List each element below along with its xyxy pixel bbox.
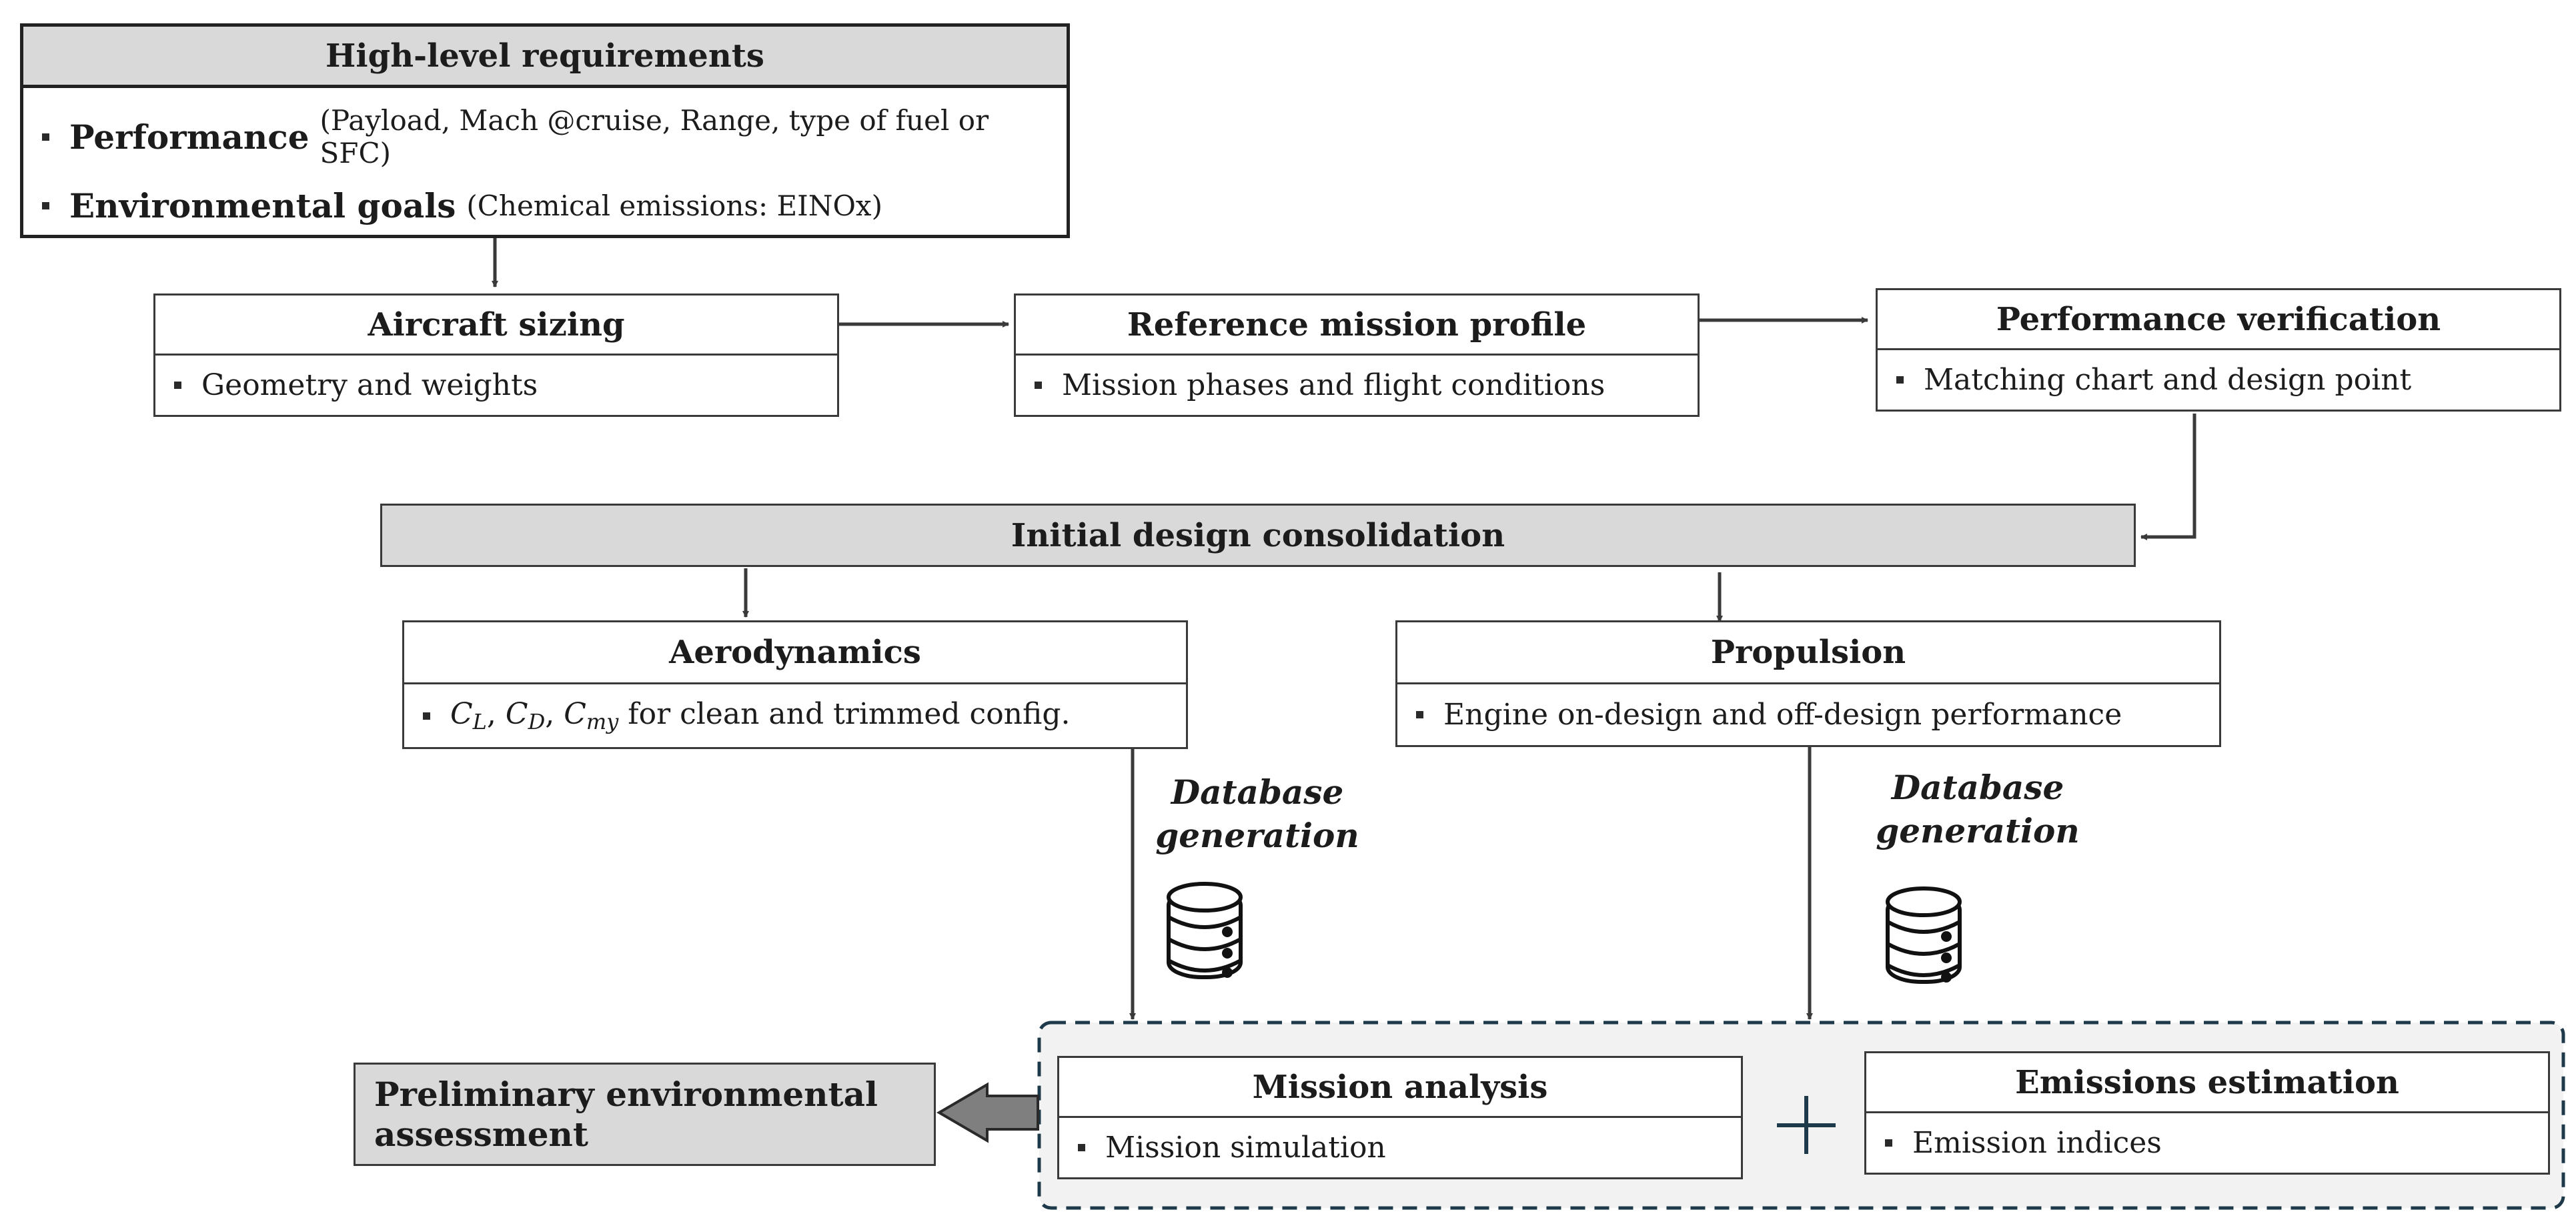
requirement-detail: (Chemical emissions: EINOx) xyxy=(466,189,882,222)
performance-verification-text: Matching chart and design point xyxy=(1924,363,2412,397)
plus-icon xyxy=(1777,1096,1836,1154)
emissions-estimation-title: Emissions estimation xyxy=(1866,1053,2548,1113)
aircraft-sizing-title: Aircraft sizing xyxy=(155,295,837,356)
requirement-environmental: Environmental goals (Chemical emissions:… xyxy=(42,176,1067,235)
requirement-performance: Performance (Payload, Mach @cruise, Rang… xyxy=(42,97,1067,176)
bullet-icon xyxy=(1896,376,1904,384)
performance-verification-box: Performance verification Matching chart … xyxy=(1876,288,2561,412)
mission-analysis-item: Mission simulation xyxy=(1059,1118,1741,1177)
mission-profile-item: Mission phases and flight conditions xyxy=(1016,356,1698,415)
assessment-line: assessment xyxy=(374,1114,588,1154)
bullet-icon xyxy=(42,133,49,141)
database-label-line: Database xyxy=(1171,772,1344,812)
propulsion-text: Engine on-design and off-design performa… xyxy=(1443,698,2122,732)
coef-symbol: C xyxy=(450,697,473,731)
performance-verification-item: Matching chart and design point xyxy=(1878,350,2559,410)
mission-profile-text: Mission phases and flight conditions xyxy=(1062,368,1605,402)
propulsion-title: Propulsion xyxy=(1397,622,2219,684)
mission-analysis-text: Mission simulation xyxy=(1105,1131,1386,1165)
aerodynamics-text: for clean and trimmed config. xyxy=(618,697,1071,731)
coef-subscript: L xyxy=(472,709,487,734)
bullet-icon xyxy=(1416,711,1423,718)
propulsion-item: Engine on-design and off-design performa… xyxy=(1397,684,2219,745)
high-level-requirements-title: High-level requirements xyxy=(23,27,1067,88)
aircraft-sizing-box: Aircraft sizing Geometry and weights xyxy=(153,293,839,417)
bullet-icon xyxy=(42,201,49,209)
coef-separator: , xyxy=(486,697,506,731)
arrow-verification-to-consolidation xyxy=(2140,414,2196,540)
mission-profile-title: Reference mission profile xyxy=(1016,295,1698,356)
requirements-list: Performance (Payload, Mach @cruise, Rang… xyxy=(23,88,1067,235)
requirement-detail: (Payload, Mach @cruise, Range, type of f… xyxy=(319,104,989,169)
high-level-requirements-box: High-level requirements Performance (Pay… xyxy=(20,23,1070,238)
requirement-main: Performance xyxy=(69,117,309,157)
bullet-icon xyxy=(1035,382,1042,389)
assessment-line: Preliminary environmental xyxy=(374,1074,878,1114)
coef-symbol: C xyxy=(505,697,528,731)
aerodynamics-item: CL, CD, Cmy for clean and trimmed config… xyxy=(404,684,1186,747)
emissions-estimation-box: Emissions estimation Emission indices xyxy=(1864,1051,2550,1175)
left-block-arrow-icon xyxy=(936,1082,1039,1143)
database-label-line: generation xyxy=(1876,811,2080,850)
performance-verification-title: Performance verification xyxy=(1878,290,2559,350)
reference-mission-profile-box: Reference mission profile Mission phases… xyxy=(1014,293,1700,417)
database-generation-label-right: Database generation xyxy=(1854,766,2101,852)
emissions-estimation-text: Emission indices xyxy=(1912,1126,2162,1160)
requirement-main: Environmental goals xyxy=(69,185,456,225)
database-icon xyxy=(1886,886,1962,984)
aero-coefficients: CL, CD, Cmy for clean and trimmed config… xyxy=(450,697,1071,734)
database-label-line: generation xyxy=(1155,816,1359,855)
coef-subscript: D xyxy=(528,709,546,734)
coef-separator: , xyxy=(545,697,564,731)
preliminary-assessment-box: Preliminary environmental assessment xyxy=(354,1063,936,1166)
aircraft-sizing-text: Geometry and weights xyxy=(201,368,538,402)
aerodynamics-title: Aerodynamics xyxy=(404,622,1186,684)
aircraft-sizing-item: Geometry and weights xyxy=(155,356,837,415)
database-generation-label-left: Database generation xyxy=(1134,770,1381,857)
coef-symbol: C xyxy=(564,697,586,731)
database-icon xyxy=(1167,882,1243,979)
bullet-icon xyxy=(174,382,181,389)
coef-subscript: my xyxy=(586,709,619,734)
propulsion-box: Propulsion Engine on-design and off-desi… xyxy=(1395,620,2221,747)
mission-analysis-box: Mission analysis Mission simulation xyxy=(1057,1056,1743,1179)
mission-analysis-title: Mission analysis xyxy=(1059,1058,1741,1118)
bullet-icon xyxy=(1885,1139,1892,1147)
emissions-estimation-item: Emission indices xyxy=(1866,1113,2548,1173)
bullet-icon xyxy=(423,712,430,720)
initial-design-consolidation-bar: Initial design consolidation xyxy=(380,504,2136,567)
aerodynamics-box: Aerodynamics CL, CD, Cmy for clean and t… xyxy=(402,620,1188,749)
database-label-line: Database xyxy=(1891,768,2064,807)
bullet-icon xyxy=(1078,1144,1085,1151)
